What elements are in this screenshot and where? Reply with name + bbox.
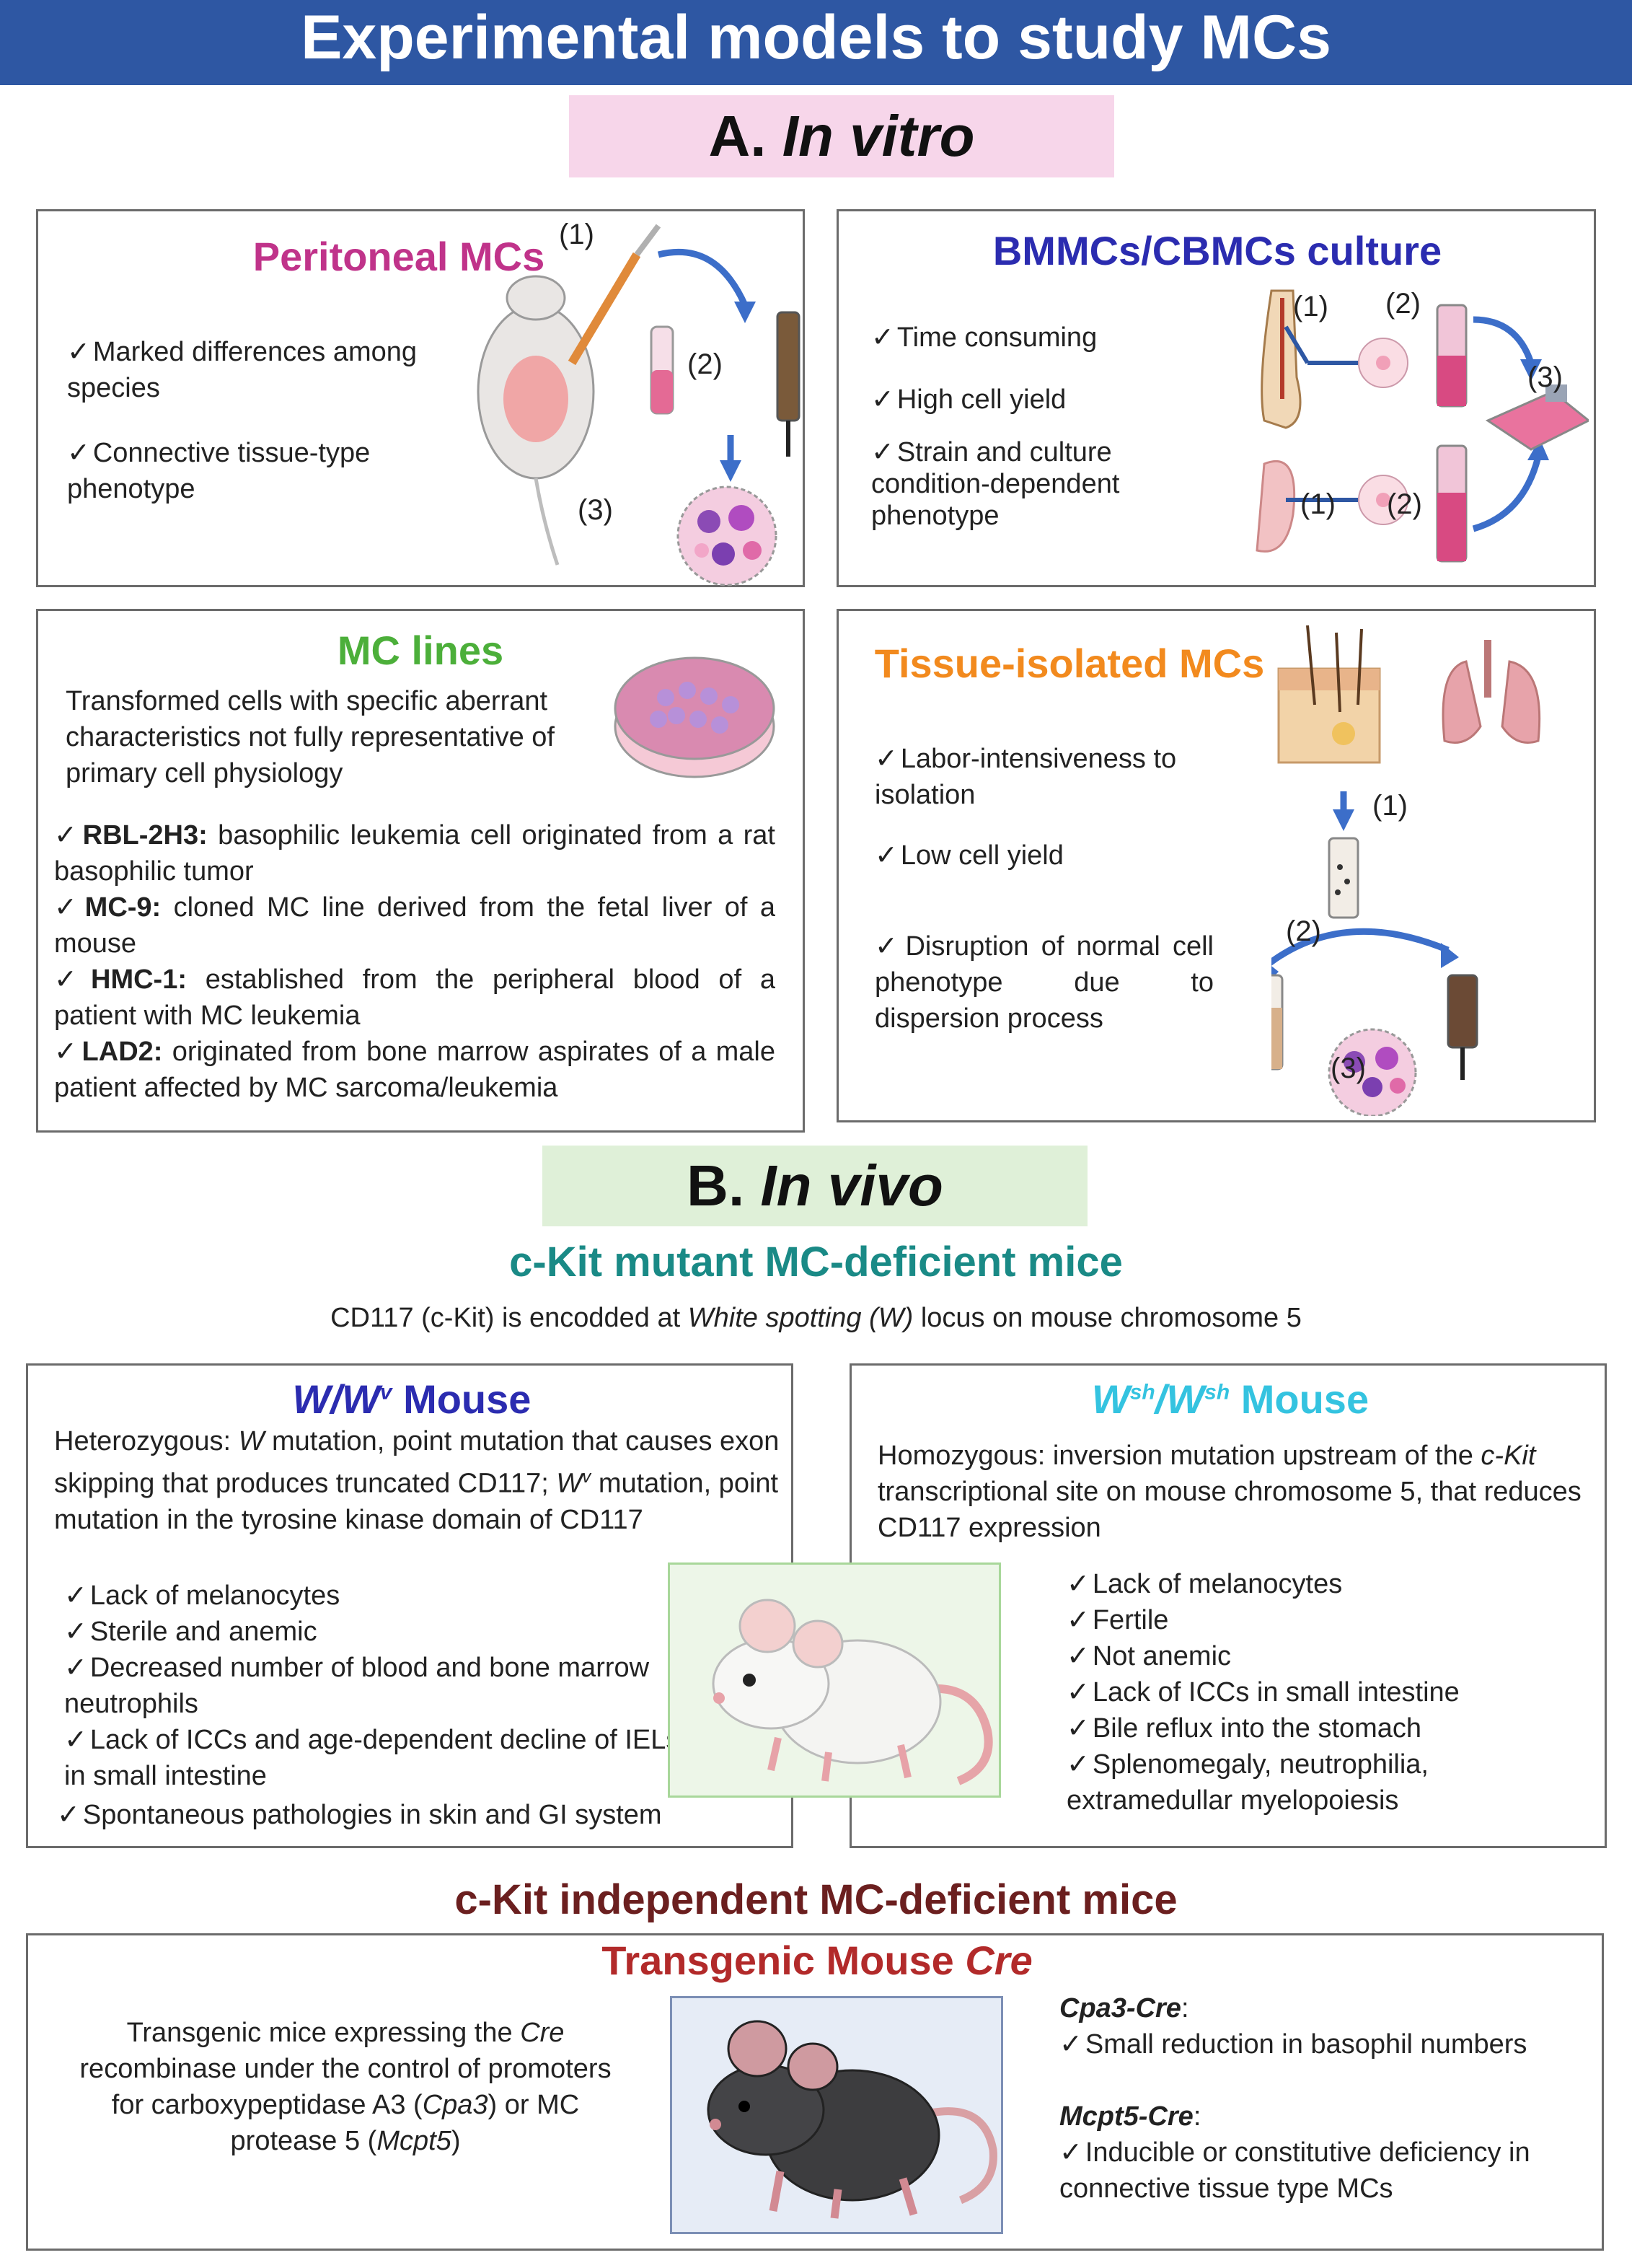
petri-dish-icon: [614, 656, 775, 778]
bmmc-step-3: (3): [1527, 361, 1563, 393]
peritoneal-step-1: (1): [559, 219, 594, 250]
mc-lines-intro: Transformed cells with specific aberrant…: [66, 686, 555, 788]
peritoneal-box: Peritoneal MCs Marked differences among …: [36, 209, 805, 587]
bmmc-box: BMMCs/CBMCs culture Time consuming High …: [837, 209, 1596, 587]
list-item: LAD2: originated from bone marrow aspira…: [54, 1034, 775, 1106]
list-item: RBL-2H3: basophilic leukemia cell origin…: [54, 817, 775, 889]
bmmc-step-2b: (2): [1387, 488, 1422, 520]
list-item: Fertile: [1067, 1602, 1571, 1638]
in-vitro-heading: A. In vitro: [708, 104, 975, 168]
list-item: Small reduction in basophil numbers: [1059, 2026, 1593, 2062]
bmmc-title: BMMCs/CBMCs culture: [992, 228, 1442, 273]
mc-lines-list: RBL-2H3: basophilic leukemia cell origin…: [54, 817, 775, 1106]
list-item: MC-9: cloned MC line derived from the fe…: [54, 889, 775, 962]
wsh-title: Wsh/Wsh Mouse: [1091, 1376, 1369, 1422]
bmmc-step-1b: (1): [1300, 488, 1336, 520]
bmmc-step-2a: (2): [1385, 288, 1421, 320]
bmmc-points: Time consuming High cell yield Strain an…: [871, 320, 1203, 532]
wsh-description: Homozygous: inversion mutation upstream …: [878, 1441, 1582, 1543]
in-vitro-heading-bg: [569, 95, 1114, 177]
tissue-points: Labor-intensiveness to isolation Low cel…: [875, 741, 1214, 1037]
list-item: High cell yield: [871, 382, 1203, 418]
white-mouse-image: [668, 1562, 1001, 1798]
list-item: Strain and culture condition-dependent p…: [871, 436, 1203, 532]
ckit-mutant-title: c-Kit mutant MC-deficient mice: [509, 1239, 1123, 1285]
black-mouse-image: [670, 1996, 1003, 2234]
tissue-illustration: [1271, 625, 1541, 1116]
wwv-box: W/Wv Mouse Heterozygous: W mutation, poi…: [26, 1363, 793, 1848]
tissue-step-1: (1): [1372, 790, 1408, 822]
list-item: Time consuming: [871, 320, 1203, 356]
list-item: Disruption of normal cell phenotype due …: [875, 928, 1214, 1037]
tissue-box: Tissue-isolated MCs Labor-intensiveness …: [837, 609, 1596, 1122]
list-item: Sterile and anemic: [64, 1614, 692, 1650]
in-vivo-heading-bg: [542, 1146, 1088, 1226]
bone-icon: [1261, 289, 1302, 429]
list-item: Not anemic: [1067, 1638, 1571, 1674]
list-item: HMC-1: established from the peripheral b…: [54, 962, 775, 1034]
mc-lines-title: MC lines: [337, 628, 504, 673]
list-item: Splenomegaly, neutrophilia, extramedulla…: [1067, 1746, 1571, 1819]
tissue-step-2: (2): [1286, 915, 1321, 947]
list-item: Lack of ICCs in small intestine: [1067, 1674, 1571, 1710]
transgenic-title: Transgenic Mouse Cre: [601, 1938, 1033, 1983]
list-item: Spontaneous pathologies in skin and GI s…: [57, 1797, 692, 1833]
cells-circle-icon: [676, 485, 777, 586]
wwv-title: W/Wv Mouse: [292, 1376, 531, 1422]
list-item: Bile reflux into the stomach: [1067, 1710, 1571, 1746]
bmmc-step-1a: (1): [1293, 291, 1328, 322]
cells-circle-icon: [1328, 1028, 1417, 1116]
list-item: Marked differences among species: [67, 334, 485, 406]
peritoneal-points: Marked differences among species Connect…: [67, 334, 485, 507]
black-mouse-icon: [707, 2020, 997, 2219]
tissue-title: Tissue-isolated MCs: [874, 641, 1265, 686]
ckit-mutant-subtitle: CD117 (c-Kit) is encodded at White spott…: [330, 1303, 1302, 1333]
syringe-icon: [568, 224, 661, 366]
white-mouse-icon: [712, 1599, 993, 1785]
cpa3-label: Cpa3-Cre:: [1059, 1993, 1189, 2023]
ckit-independent-title: c-Kit independent MC-deficient mice: [454, 1876, 1178, 1923]
cord-blood-icon: [1256, 460, 1296, 553]
transgenic-box: Transgenic Mouse Cre Transgenic mice exp…: [26, 1933, 1604, 2251]
mcpt5-label: Mcpt5-Cre:: [1059, 2101, 1201, 2132]
list-item: Inducible or constitutive deficiency in …: [1059, 2135, 1593, 2207]
lungs-icon: [1442, 640, 1541, 744]
wwv-description: Heterozygous: W mutation, point mutation…: [54, 1426, 780, 1535]
tube-icon: [650, 325, 674, 415]
peritoneal-illustration: [477, 224, 800, 586]
page-title: Experimental models to study MCs: [0, 0, 1632, 85]
culture-flask-icon: [1485, 384, 1589, 451]
mc-lines-box: MC lines Transformed cells with specific…: [36, 609, 805, 1133]
tissue-step-3: (3): [1331, 1052, 1366, 1084]
in-vivo-heading: B. In vivo: [687, 1153, 943, 1218]
transgenic-points: Cpa3-Cre: Small reduction in basophil nu…: [1059, 1990, 1593, 2207]
transgenic-description: Transgenic mice expressing the Cre recom…: [79, 2018, 612, 2156]
needle-tube-icon: [776, 311, 800, 457]
peritoneal-title: Peritoneal MCs: [252, 234, 545, 279]
list-item: Connective tissue-type phenotype: [67, 435, 485, 507]
mouse-icon: [477, 275, 595, 566]
skin-icon: [1277, 625, 1381, 764]
wwv-points: Lack of melanocytes Sterile and anemic D…: [64, 1578, 692, 1833]
list-item: Lack of melanocytes: [1067, 1566, 1571, 1602]
list-item: Lack of ICCs and age-dependent decline o…: [64, 1722, 692, 1794]
peritoneal-step-2: (2): [687, 348, 723, 380]
list-item: Decreased number of blood and bone marro…: [64, 1650, 692, 1722]
list-item: Lack of melanocytes: [64, 1578, 692, 1614]
peritoneal-step-3: (3): [578, 494, 613, 526]
wsh-points: Lack of melanocytes Fertile Not anemic L…: [1067, 1566, 1571, 1819]
list-item: Low cell yield: [875, 838, 1214, 874]
bmmc-illustration: [1256, 289, 1589, 563]
list-item: Labor-intensiveness to isolation: [875, 741, 1214, 813]
